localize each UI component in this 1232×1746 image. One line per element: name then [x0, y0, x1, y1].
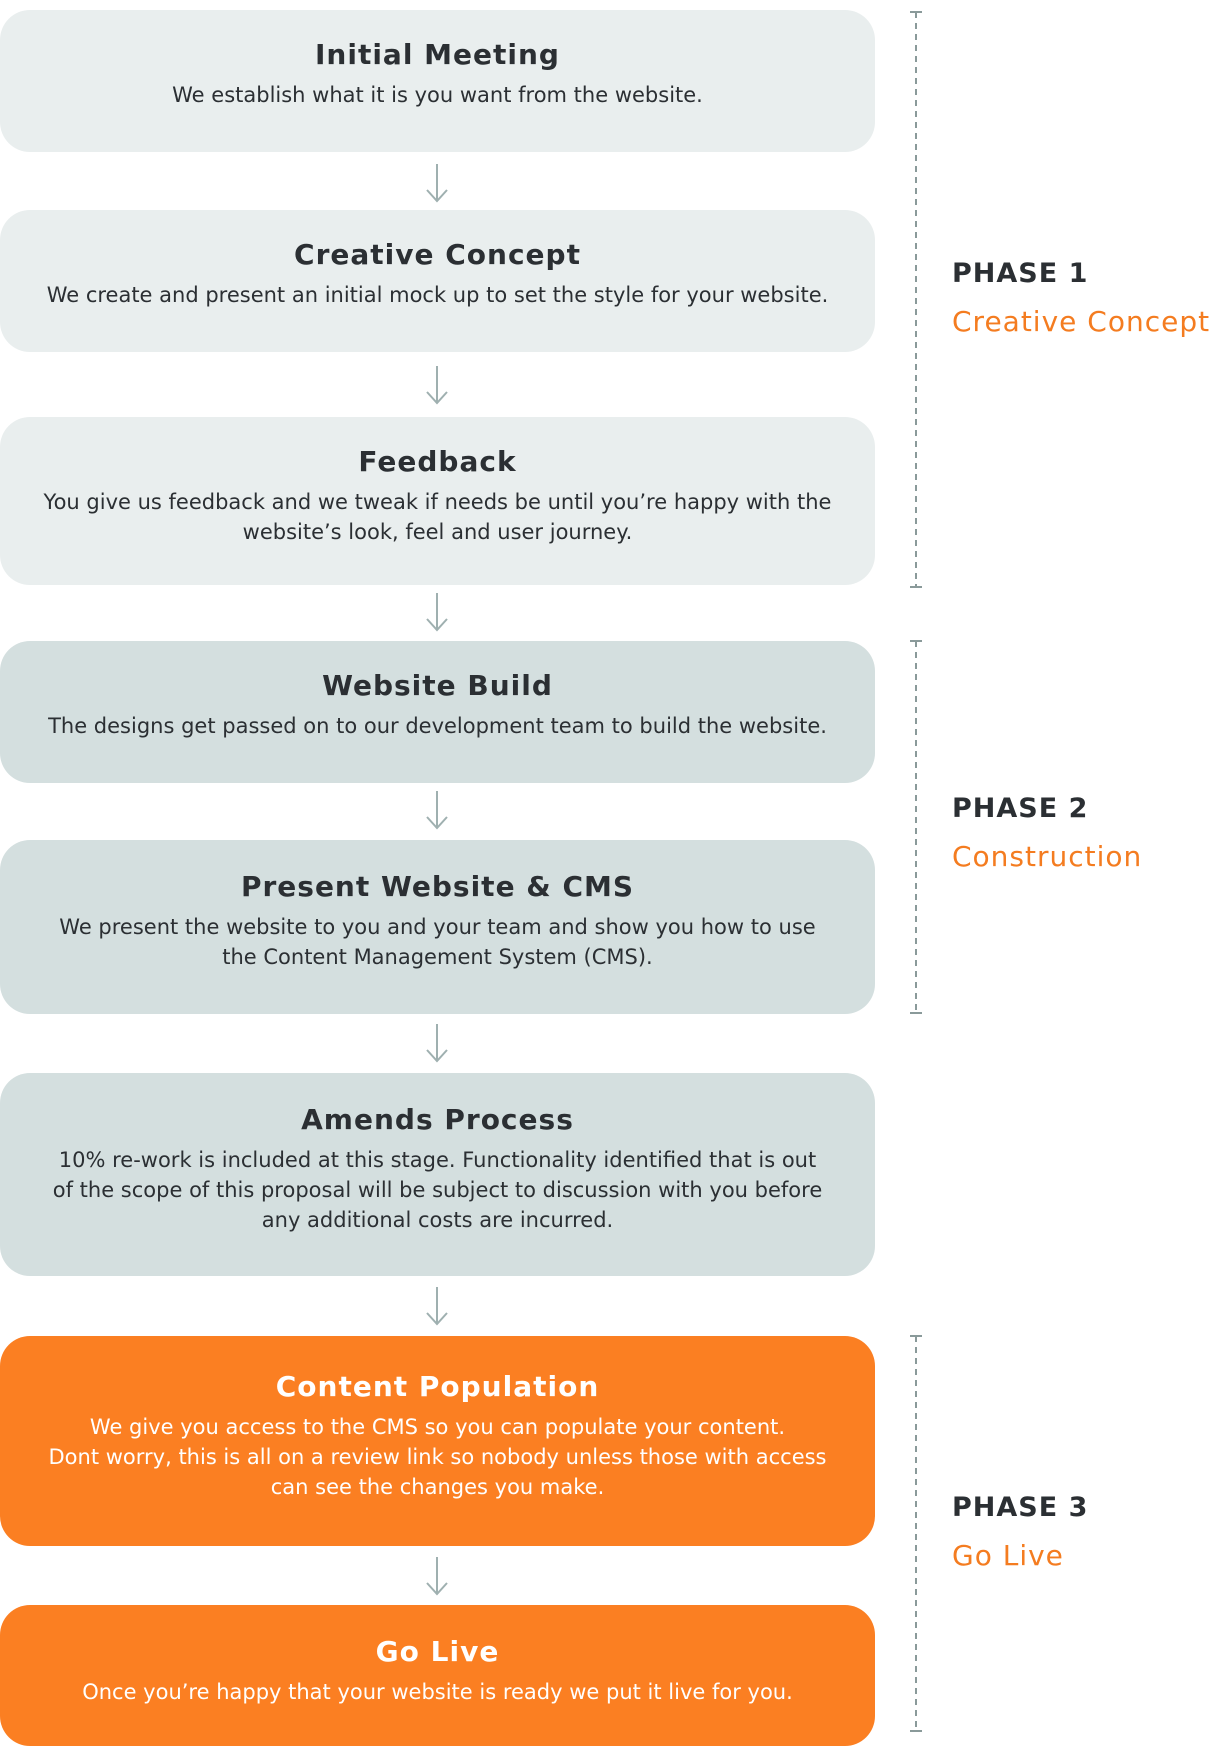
step-description-line: 10% re-work is included at this stage. F… [58, 1148, 817, 1172]
phase-3-bracket [910, 1335, 922, 1732]
arrow-down-icon [426, 1024, 448, 1063]
phase-number: PHASE 2 [952, 793, 1089, 824]
step-description-line: Once you’re happy that your website is r… [82, 1680, 793, 1704]
step-title: Present Website & CMS [240, 870, 635, 903]
phase-name: Go Live [952, 1539, 1064, 1572]
step-description-line: of the scope of this proposal will be su… [52, 1178, 823, 1202]
phase-number: PHASE 3 [952, 1492, 1089, 1523]
phase-name: Construction [952, 840, 1143, 873]
step-description: 10% re-work is included at this stage. F… [53, 1145, 822, 1235]
phase-2-bracket [910, 640, 922, 1014]
step-website-build: Website Build The designs get passed on … [0, 641, 875, 783]
arrow-down-icon [426, 1287, 448, 1326]
step-present-website-cms: Present Website & CMS We present the web… [0, 840, 875, 1014]
step-description-line: website’s look, feel and user journey. [242, 520, 633, 544]
phase-1-bracket [910, 11, 922, 588]
step-description-line: We establish what it is you want from th… [172, 83, 703, 107]
step-amends-process: Amends Process 10% re-work is included a… [0, 1073, 875, 1276]
phase-2-label: PHASE 2 Construction [952, 791, 1142, 875]
step-title: Content Population [275, 1370, 600, 1403]
arrow-down-icon [426, 366, 448, 405]
step-content-population: Content Population We give you access to… [0, 1336, 875, 1546]
step-description: We create and present an initial mock up… [47, 280, 829, 310]
step-description: We give you access to the CMS so you can… [49, 1412, 827, 1502]
step-description-line: the Content Management System (CMS). [222, 945, 653, 969]
step-description: Once you’re happy that your website is r… [82, 1677, 793, 1707]
step-description-line: any additional costs are incurred. [261, 1208, 614, 1232]
arrow-down-icon [426, 1557, 448, 1596]
step-title: Feedback [358, 445, 517, 478]
step-title: Creative Concept [294, 238, 581, 271]
step-description-line: Dont worry, this is all on a review link… [48, 1445, 827, 1469]
step-title: Go Live [375, 1635, 500, 1668]
phase-number: PHASE 1 [952, 258, 1089, 289]
step-description-line: The designs get passed on to our develop… [48, 714, 827, 738]
arrow-down-icon [426, 593, 448, 632]
step-title: Amends Process [301, 1103, 574, 1136]
step-title: Initial Meeting [315, 38, 560, 71]
arrow-down-icon [426, 164, 448, 203]
step-feedback: Feedback You give us feedback and we twe… [0, 417, 875, 585]
step-description-line: We present the website to you and your t… [59, 915, 816, 939]
step-description: We establish what it is you want from th… [172, 80, 703, 110]
step-description: We present the website to you and your t… [59, 912, 815, 972]
phase-name: Creative Concept [952, 305, 1211, 338]
step-description-line: You give us feedback and we tweak if nee… [43, 490, 832, 514]
arrow-down-icon [426, 791, 448, 830]
step-description-line: can see the changes you make. [270, 1475, 605, 1499]
step-go-live: Go Live Once you’re happy that your webs… [0, 1605, 875, 1746]
step-creative-concept: Creative Concept We create and present a… [0, 210, 875, 352]
step-description-line: We create and present an initial mock up… [46, 283, 829, 307]
step-title: Website Build [322, 669, 553, 702]
step-description-line: We give you access to the CMS so you can… [89, 1415, 786, 1439]
step-description: The designs get passed on to our develop… [48, 711, 827, 741]
step-initial-meeting: Initial Meeting We establish what it is … [0, 10, 875, 152]
step-description: You give us feedback and we tweak if nee… [44, 487, 832, 547]
phase-1-label: PHASE 1 Creative Concept [952, 256, 1210, 340]
phase-3-label: PHASE 3 Go Live [952, 1490, 1088, 1574]
